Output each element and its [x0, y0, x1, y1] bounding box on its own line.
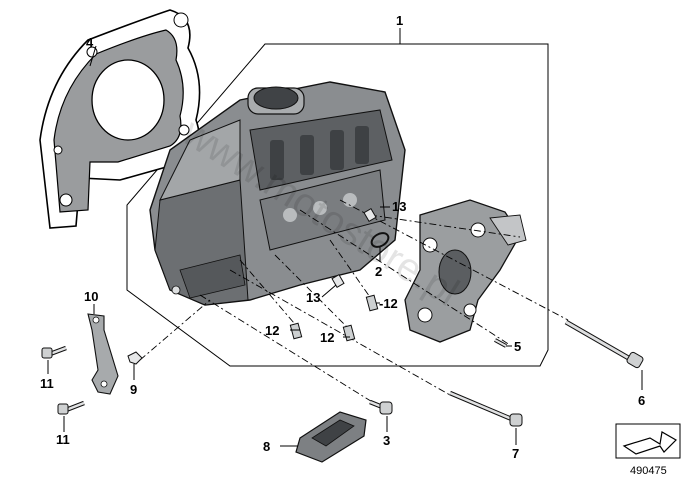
callout-10: 10 — [84, 289, 98, 304]
cover-8 — [295, 411, 367, 463]
callout-1: 1 — [396, 13, 403, 28]
bolt-5 — [494, 338, 507, 348]
bolt-6 — [564, 319, 644, 369]
callout-12b: 12 — [265, 323, 279, 338]
callout-11a: 11 — [40, 376, 54, 391]
callout-9: 9 — [130, 382, 137, 397]
callout-7: 7 — [512, 446, 519, 461]
bracket-10 — [87, 313, 119, 395]
callout-2: 2 — [375, 264, 382, 279]
callout-13b: 13 — [306, 290, 320, 305]
bolt-3 — [369, 399, 393, 415]
callout-12c: 12 — [320, 330, 334, 345]
studs-13 — [331, 207, 377, 289]
cylinder-head — [149, 81, 406, 306]
callout-8: 8 — [263, 439, 270, 454]
callout-4: 4 — [86, 35, 94, 50]
o-ring-2 — [370, 232, 390, 248]
callout-5: 5 — [514, 339, 521, 354]
callout-13a: 13 — [392, 199, 406, 214]
nut-9 — [127, 351, 143, 365]
valve-carrier — [404, 199, 527, 343]
reference-number: 490475 — [630, 465, 667, 477]
callout-11b: 11 — [56, 432, 70, 447]
bolt-11 — [41, 345, 85, 415]
bolt-7 — [449, 390, 523, 427]
callout-12a: -12 — [379, 296, 398, 311]
assembly-lines — [139, 199, 569, 409]
callout-6: 6 — [638, 393, 645, 408]
callout-3: 3 — [383, 433, 390, 448]
reference-arrow-icon — [615, 423, 681, 459]
